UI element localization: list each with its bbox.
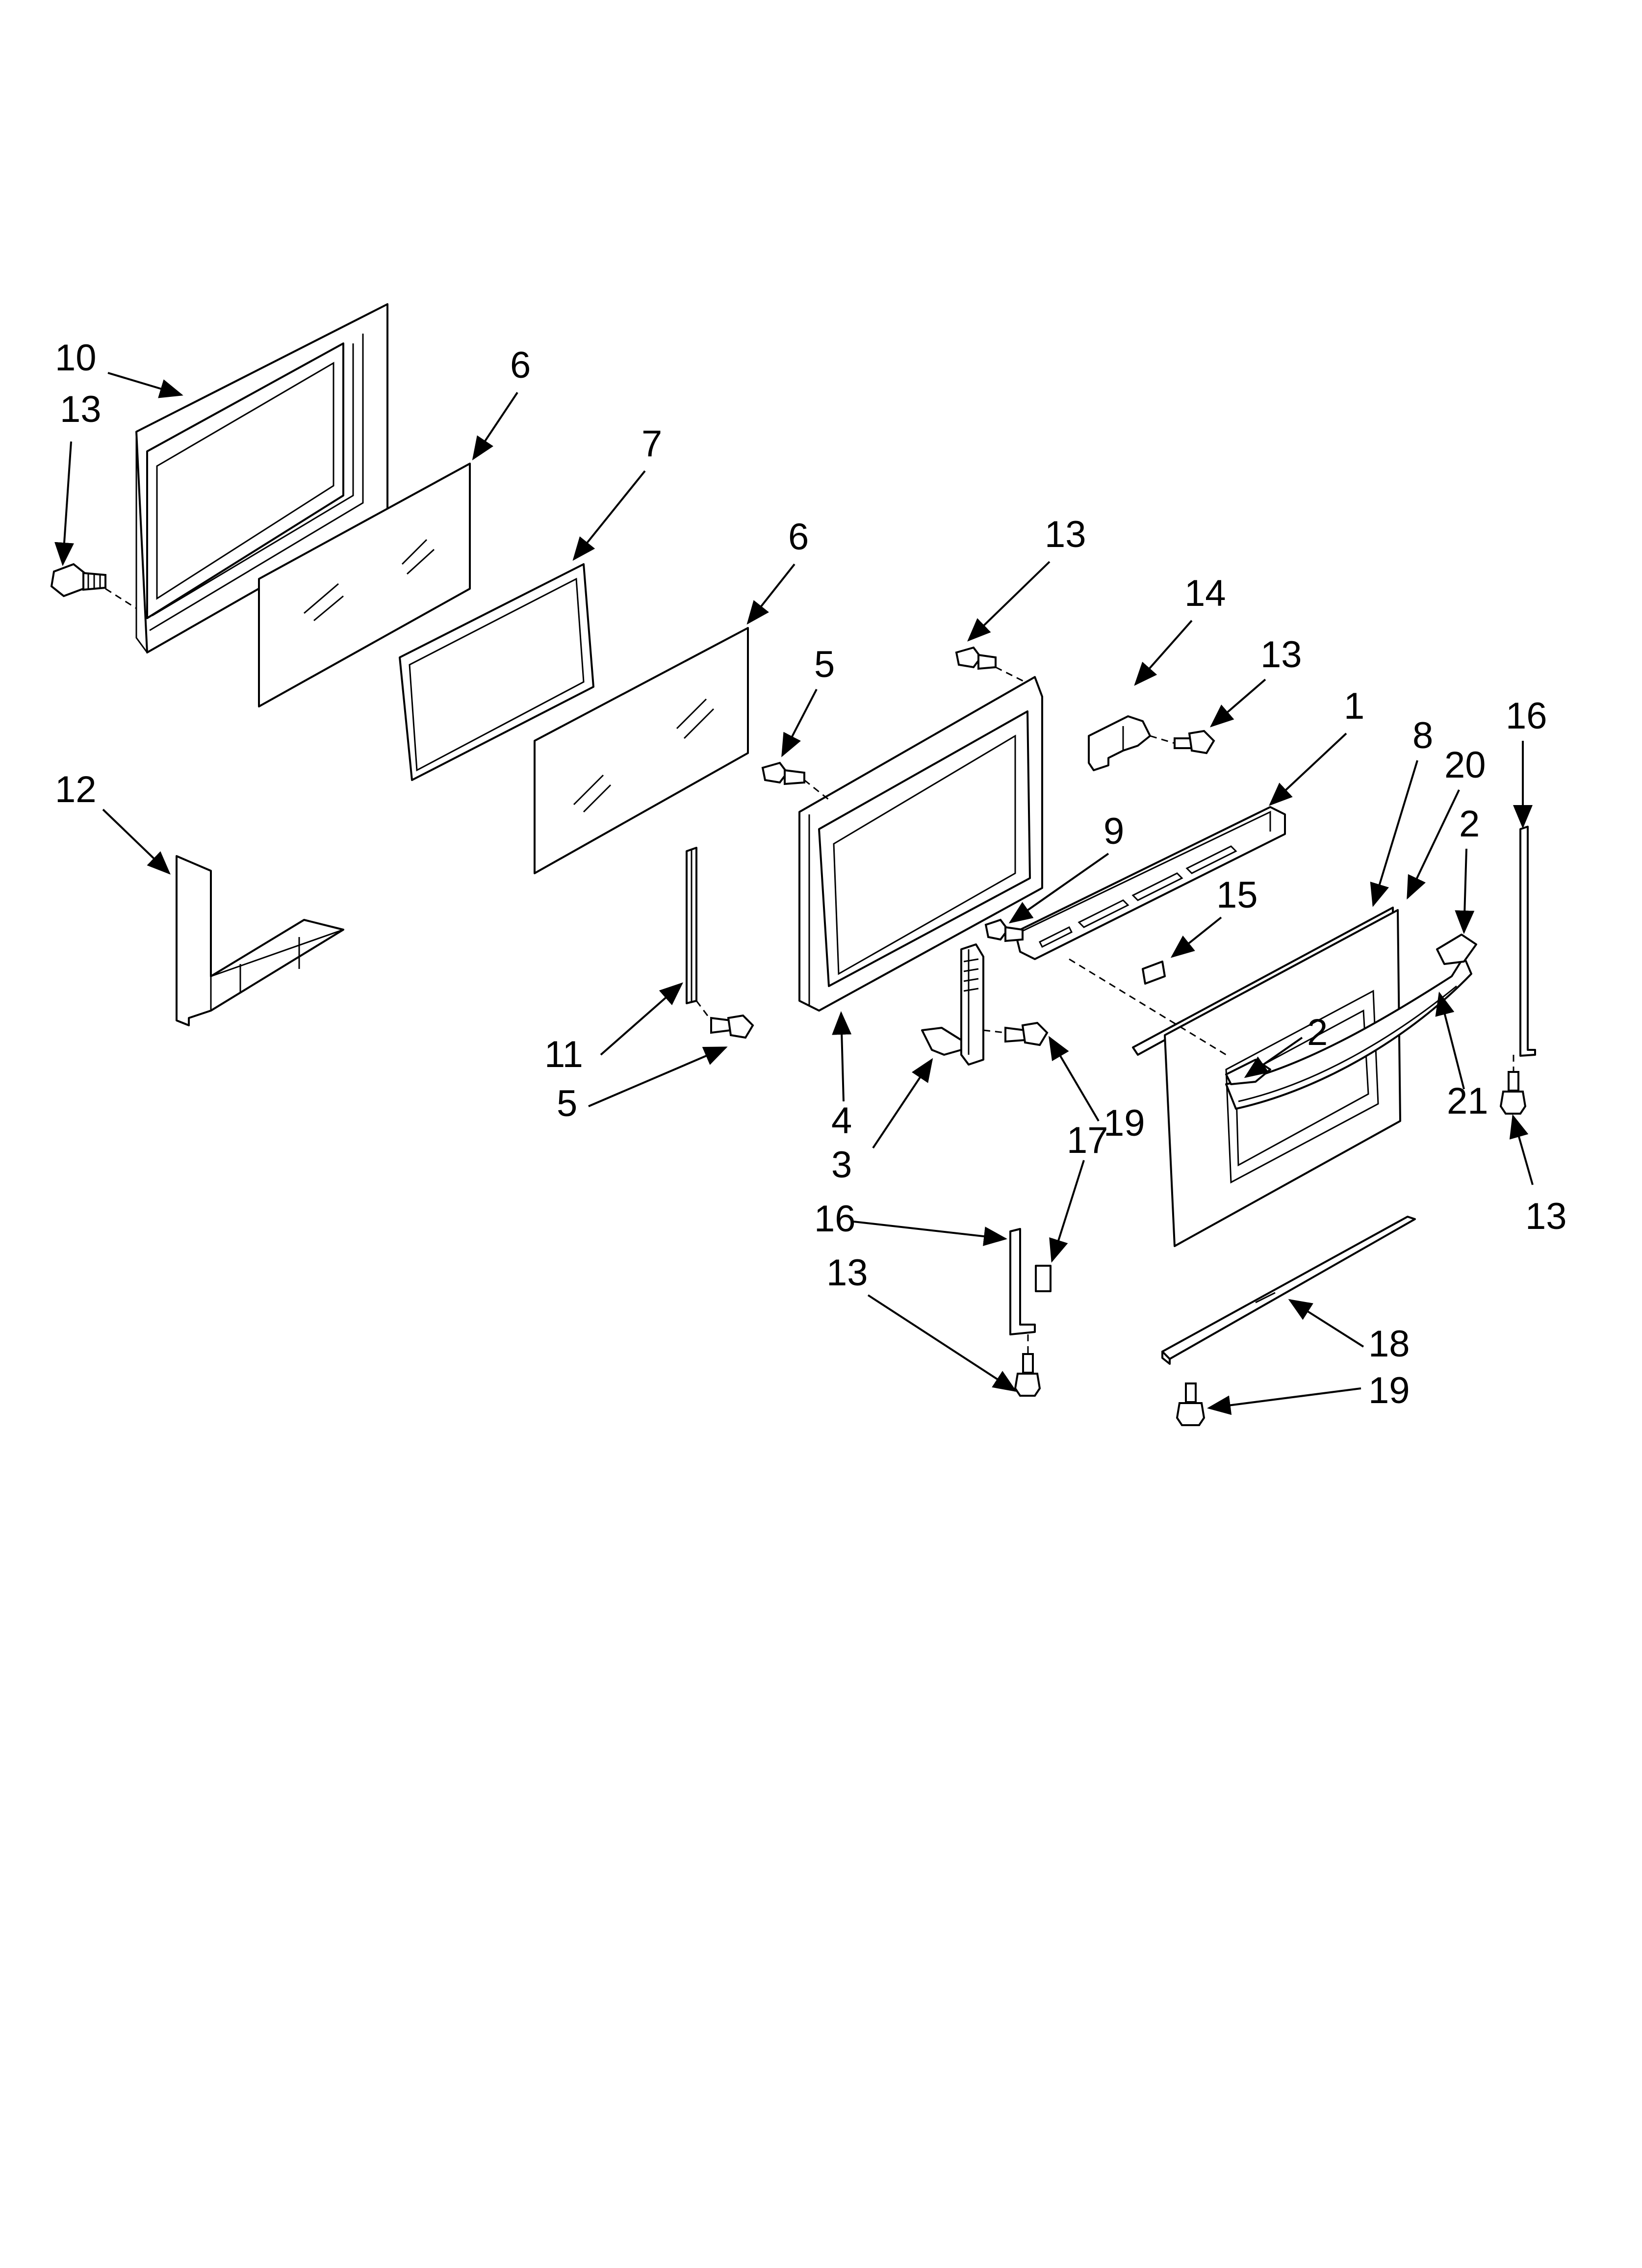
screw-icon <box>50 563 106 598</box>
callout-label: 13 <box>1260 634 1302 676</box>
callout-label: 7 <box>641 423 662 465</box>
callout-label: 9 <box>1103 810 1124 852</box>
bottom-trim-part <box>1161 1216 1416 1365</box>
callout-label: 3 <box>831 1144 852 1186</box>
callout-label: 19 <box>1368 1370 1410 1411</box>
screw-icon <box>710 1014 754 1039</box>
pad-part <box>1142 961 1166 985</box>
screw-icon <box>1174 730 1215 755</box>
callout-label: 13 <box>826 1252 868 1294</box>
callout-label: 5 <box>557 1083 577 1124</box>
side-trim-part <box>1009 1228 1036 1335</box>
callout-label: 5 <box>814 644 835 685</box>
vent-trim-part <box>1014 806 1286 960</box>
glass-pane-part <box>258 463 471 707</box>
callout-label: 17 <box>1067 1120 1108 1161</box>
callout-label: 6 <box>510 344 531 386</box>
callout-label: 11 <box>544 1034 583 1075</box>
screw-icon <box>1014 1353 1041 1397</box>
bracket-part <box>1088 715 1151 771</box>
screw-icon <box>1004 1021 1049 1046</box>
hinge-channel-part <box>686 847 697 1004</box>
callout-label: 18 <box>1368 1323 1410 1365</box>
callout-label: 4 <box>831 1100 852 1142</box>
screw-icon <box>1499 1071 1527 1115</box>
inner-door-frame-part <box>135 303 388 653</box>
callout-label: 2 <box>1307 1012 1328 1053</box>
insulation-part <box>176 855 344 1026</box>
callout-label: 1 <box>1344 685 1364 727</box>
callout-label: 6 <box>788 516 809 558</box>
door-liner-part <box>798 676 1043 1012</box>
callout-label: 14 <box>1184 573 1226 614</box>
leader-lines <box>54 372 1534 1415</box>
glass-pack-frame-part <box>399 563 594 781</box>
pad-part <box>1035 1265 1052 1292</box>
side-trim-part <box>1519 826 1536 1057</box>
callout-label: 8 <box>1412 715 1433 756</box>
glass-pane-part <box>534 627 749 874</box>
callout-label: 19 <box>1103 1102 1145 1144</box>
screw-icon <box>1176 1382 1206 1426</box>
callout-label: 13 <box>60 389 102 430</box>
screw-icon <box>761 761 805 785</box>
callout-label: 20 <box>1444 744 1486 786</box>
door-hinge-part <box>921 943 984 1066</box>
callout-label: 13 <box>1525 1196 1567 1237</box>
screw-icon <box>955 646 997 670</box>
callout-label: 15 <box>1216 874 1258 916</box>
callout-label: 16 <box>814 1198 856 1240</box>
screw-icon <box>984 918 1024 942</box>
callout-label: 12 <box>55 769 97 810</box>
callout-labels: 10 13 6 7 6 13 5 14 13 1 16 8 20 2 12 9 … <box>55 337 1567 1411</box>
callout-label: 10 <box>55 337 97 379</box>
callout-label: 2 <box>1459 803 1480 845</box>
callout-label: 16 <box>1506 695 1547 737</box>
callout-label: 21 <box>1447 1080 1488 1122</box>
callout-label: 13 <box>1045 514 1086 555</box>
